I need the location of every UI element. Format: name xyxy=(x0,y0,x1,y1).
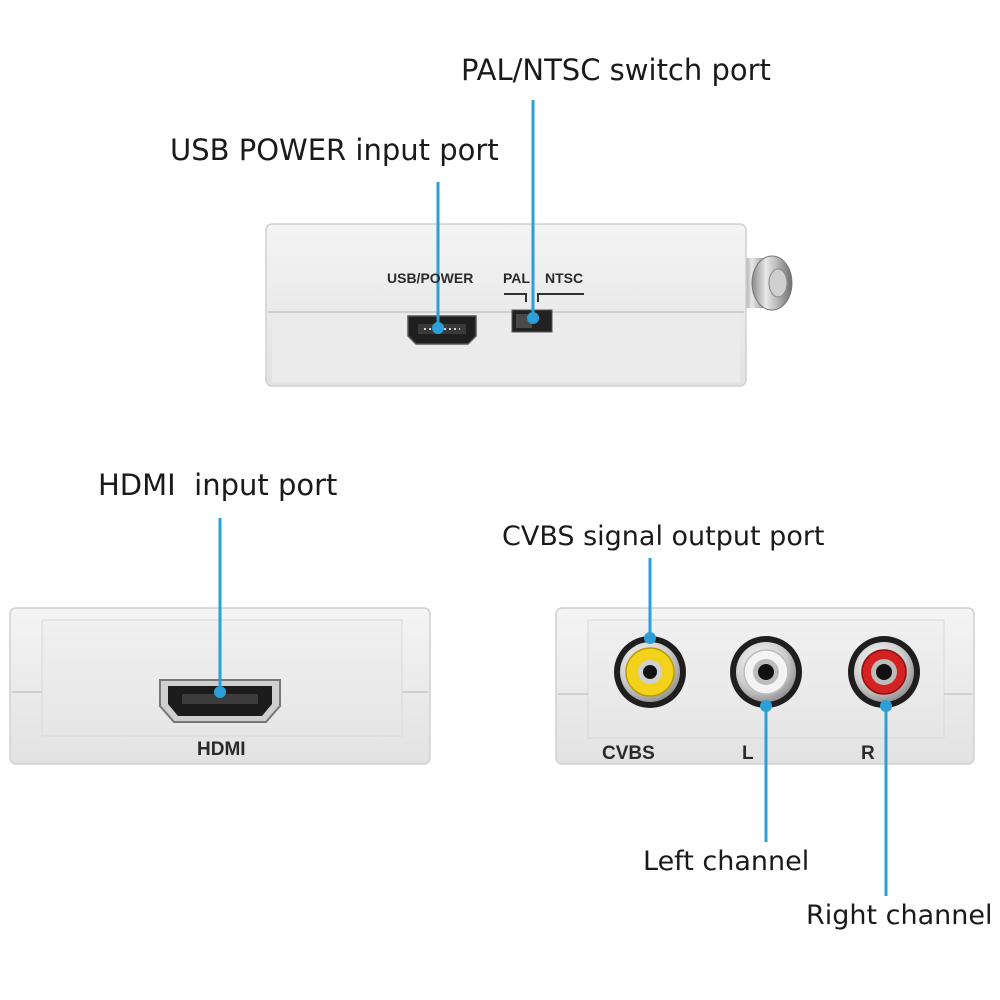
label-pal: PAL xyxy=(503,270,530,286)
leader-dot-left xyxy=(760,700,772,712)
leader-dot-hdmi xyxy=(214,686,226,698)
callout-usb-power: USB POWER input port xyxy=(170,133,499,167)
cvbs-jack xyxy=(614,636,686,708)
label-right: R xyxy=(861,743,875,764)
left-jack xyxy=(730,636,802,708)
rca-plug xyxy=(742,255,793,311)
callout-left-channel: Left channel xyxy=(643,846,810,877)
label-hdmi: HDMI xyxy=(197,739,246,760)
label-cvbs: CVBS xyxy=(602,743,655,764)
pal-ntsc-switch xyxy=(504,293,584,333)
label-usb-power: USB/POWER xyxy=(387,270,474,286)
leader-dot-right xyxy=(880,700,892,712)
right-jack xyxy=(848,636,920,708)
label-left: L xyxy=(742,743,754,764)
leader-dot-pal-ntsc xyxy=(527,312,539,324)
callout-cvbs: CVBS signal output port xyxy=(502,521,825,552)
callout-right-channel: Right channel xyxy=(806,900,993,931)
leader-lines xyxy=(214,100,892,896)
hdmi-port xyxy=(159,679,281,723)
callout-hdmi: HDMI input port xyxy=(98,468,338,502)
leader-dot-usb xyxy=(432,322,444,334)
label-ntsc: NTSC xyxy=(545,270,584,286)
leader-dot-cvbs xyxy=(644,632,656,644)
callout-pal-ntsc: PAL/NTSC switch port xyxy=(461,53,771,87)
top-device xyxy=(265,223,793,387)
